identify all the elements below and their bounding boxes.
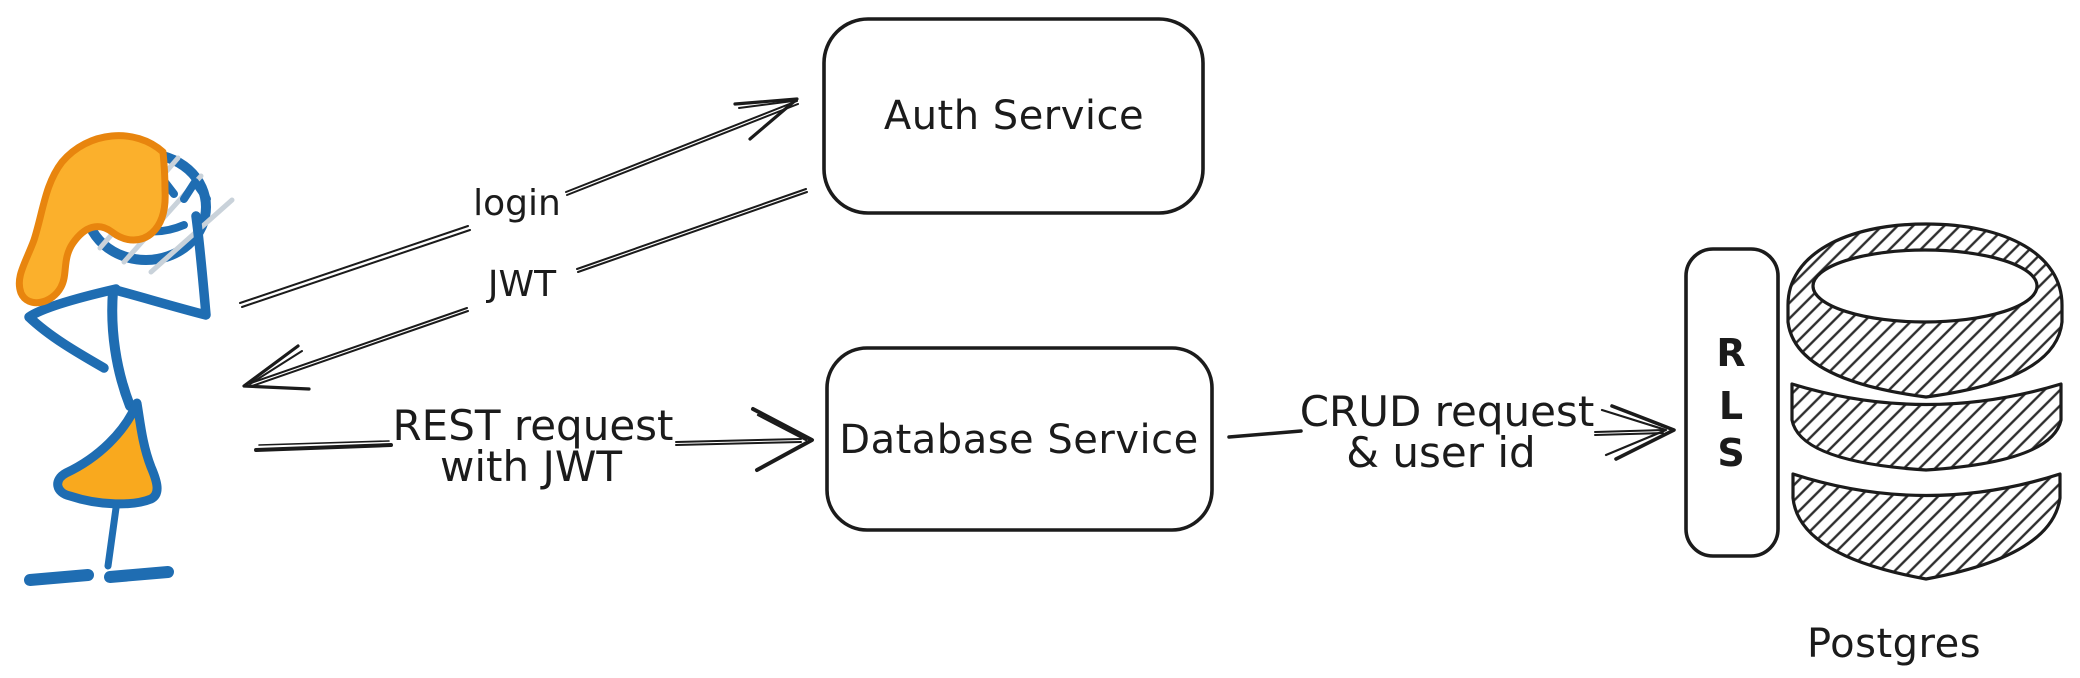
database-service-box	[825, 346, 1214, 532]
database-service-label: Database Service	[839, 417, 1198, 463]
auth-service-box	[822, 17, 1205, 215]
user-torso	[107, 286, 135, 411]
user-dress	[53, 398, 162, 509]
postgres-label: Postgres	[1807, 621, 1981, 667]
user-foot-left	[24, 569, 94, 586]
crud-arrow-label-line2: & user id	[1346, 428, 1535, 477]
rls-letter-s: S	[1717, 431, 1744, 475]
crud-arrow-label-line1: CRUD request	[1300, 387, 1595, 436]
user-hair	[15, 132, 169, 307]
cylinder-top-opening	[1811, 248, 2039, 324]
stick-figure-user-icon	[15, 132, 235, 586]
database-cylinder-icon	[1786, 222, 2064, 581]
rls-label: R L S	[1716, 331, 1745, 475]
login-arrowhead	[733, 97, 799, 141]
rls-letter-r: R	[1716, 331, 1745, 375]
cylinder-bottom-band	[1791, 472, 2062, 581]
rls-letter-l: L	[1719, 384, 1743, 428]
crud-arrowhead	[1610, 404, 1676, 461]
login-arrow	[239, 97, 799, 308]
login-arrow-label: login	[473, 183, 561, 224]
crud-arrow	[1227, 404, 1676, 461]
rest-arrowhead	[751, 407, 814, 472]
rest-arrow-label-line1: REST request	[392, 401, 673, 450]
rest-arrow	[254, 407, 814, 472]
auth-service-label: Auth Service	[884, 93, 1144, 139]
jwt-arrowhead	[242, 344, 311, 391]
rest-arrow-label-line2: with JWT	[440, 442, 622, 491]
rls-box	[1684, 247, 1780, 558]
user-foot-right	[104, 566, 174, 583]
user-arm-right	[114, 211, 211, 320]
jwt-arrow	[242, 188, 808, 391]
user-leg	[104, 504, 120, 570]
jwt-arrow-label: JWT	[486, 264, 557, 305]
user-arm-left	[24, 284, 121, 373]
cylinder-middle-band	[1790, 382, 2063, 472]
